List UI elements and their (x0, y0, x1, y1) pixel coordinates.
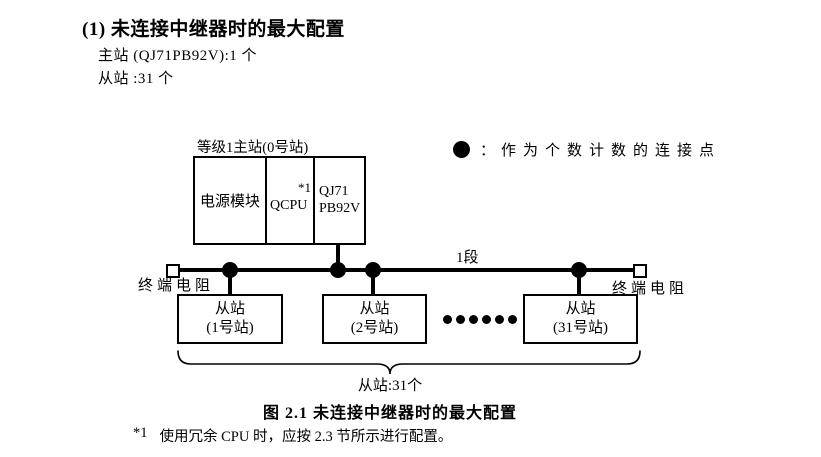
legend-separator: ： (480, 143, 496, 159)
terminator-right-icon (633, 264, 647, 278)
connection-point-dot (365, 262, 381, 278)
underbrace (177, 350, 641, 375)
slave-name: 从站 (359, 301, 390, 318)
brace-label: 从站:31个 (357, 378, 423, 394)
cpu-footnote-ref: *1 (298, 180, 311, 195)
slave-station-number: (31号站) (553, 320, 608, 336)
slave-station-box: 从站 (31号站) (523, 294, 638, 344)
footnote-text: 使用冗余 CPU 时，应按 2.3 节所示进行配置。 (159, 429, 453, 445)
power-module-cell: 电源模块 (195, 158, 267, 243)
slave-name: 从站 (565, 301, 596, 318)
master-drop-line (336, 244, 340, 270)
pb-module-line1: QJ71 (319, 184, 349, 200)
figure-caption: 图 2.1 未连接中继器时的最大配置 (262, 405, 517, 422)
legend: ： 作为个数计数的连接点 (453, 139, 721, 160)
slave1-drop-line (228, 272, 232, 294)
ellipsis-dots (443, 315, 517, 324)
slave-station-number: (2号站) (350, 320, 399, 336)
bus-line (180, 268, 633, 272)
connection-point-dot (571, 262, 587, 278)
master-station-label: 等级1主站(0号站) (197, 140, 309, 156)
slave-name: 从站 (214, 301, 245, 318)
slave-station-box: 从站 (1号站) (177, 294, 283, 344)
cpu-label: QCPU (270, 198, 308, 213)
footnote: *1 使用冗余 CPU 时，应按 2.3 节所示进行配置。 (133, 425, 452, 446)
slave31-drop-line (577, 272, 581, 295)
slave-station-number: (1号站) (206, 320, 254, 336)
connection-point-dot (330, 262, 346, 278)
pb-module-line2: PB92V (319, 200, 361, 216)
cpu-cell: *1 QCPU (267, 158, 315, 243)
footnote-marker: *1 (133, 425, 148, 441)
pb-module-cell: QJ71 PB92V (315, 158, 364, 243)
legend-text: 作为个数计数的连接点 (501, 143, 722, 159)
connection-point-icon (453, 141, 470, 158)
terminator-left-icon (166, 264, 180, 278)
segment-label: 1段 (456, 250, 479, 266)
master-count-line: 主站 (QJ71PB92V):1 个 (98, 48, 258, 64)
slave-station-box: 从站 (2号站) (322, 294, 427, 344)
terminator-left-label: 终端电阻 (138, 278, 215, 294)
connection-point-dot (222, 262, 238, 278)
slave2-drop-line (371, 272, 375, 294)
master-station-box: 电源模块 *1 QCPU QJ71 PB92V (193, 156, 366, 245)
section-title: (1) 未连接中继器时的最大配置 (82, 19, 345, 40)
slave-count-line: 从站 :31 个 (98, 71, 174, 87)
terminator-right-label: 终端电阻 (612, 281, 689, 297)
